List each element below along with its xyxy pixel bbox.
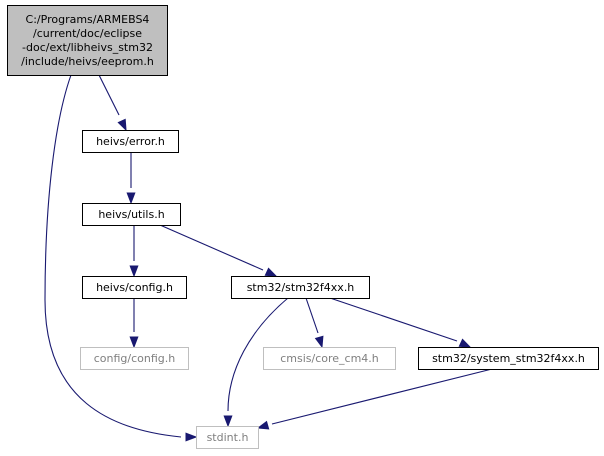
node-box <box>82 130 179 153</box>
edge-line <box>329 297 458 342</box>
edge-stm32f4-stdint <box>223 297 289 428</box>
node-root[interactable]: C:/Programs/ARMEBS4/current/doc/eclipse-… <box>7 5 168 76</box>
node-error[interactable]: heivs/error.h <box>82 130 179 153</box>
node-stdint: stdint.h <box>196 426 259 449</box>
edge-arrowhead <box>185 432 198 442</box>
node-box <box>231 276 370 299</box>
node-configcfg: config/config.h <box>80 347 189 370</box>
node-box <box>80 347 189 370</box>
node-config[interactable]: heivs/config.h <box>82 276 187 299</box>
node-label-line: /current/doc/eclipse <box>33 27 142 40</box>
node-label-line: /include/heivs/eeprom.h <box>21 55 154 68</box>
edges-layer <box>44 74 493 442</box>
edge-arrowhead <box>314 335 324 349</box>
node-label-line: C:/Programs/ARMEBS4 <box>26 13 150 26</box>
edge-arrowhead <box>256 420 270 430</box>
node-box <box>82 276 187 299</box>
nodes-layer: C:/Programs/ARMEBS4/current/doc/eclipse-… <box>7 5 599 449</box>
edge-arrowhead <box>264 267 278 277</box>
node-label-line: heivs/config.h <box>96 281 173 294</box>
edge-root-error <box>98 74 127 132</box>
edge-stm32f4-system <box>329 297 472 348</box>
edge-line <box>271 368 493 425</box>
node-box <box>196 426 259 449</box>
node-label-line: -doc/ext/libheivs_stm32 <box>22 41 153 54</box>
edge-arrowhead <box>223 415 233 428</box>
node-cmsis: cmsis/core_cm4.h <box>263 347 396 370</box>
node-system[interactable]: stm32/system_stm32f4xx.h <box>418 347 599 370</box>
edge-arrowhead <box>458 338 472 348</box>
edge-line <box>44 74 182 438</box>
node-box <box>418 347 599 370</box>
edge-line <box>227 297 289 412</box>
node-label-line: config/config.h <box>94 352 176 365</box>
edge-utils-config <box>129 225 139 278</box>
edge-arrowhead <box>117 118 127 132</box>
node-stm32f4[interactable]: stm32/stm32f4xx.h <box>231 276 370 299</box>
node-box <box>7 5 168 76</box>
edge-utils-stm32f4 <box>159 224 278 277</box>
edge-arrowhead <box>126 192 136 205</box>
edge-line <box>98 74 120 116</box>
node-label-line: heivs/utils.h <box>98 208 164 221</box>
node-label-line: stdint.h <box>207 431 249 444</box>
node-label-line: cmsis/core_cm4.h <box>280 352 379 365</box>
node-utils[interactable]: heivs/utils.h <box>82 203 181 226</box>
edge-config-configcfg <box>129 298 139 349</box>
node-label-line: heivs/error.h <box>96 135 165 148</box>
edge-error-utils <box>126 152 136 205</box>
edge-line <box>159 224 264 271</box>
node-label-line: stm32/system_stm32f4xx.h <box>432 352 585 365</box>
edge-stm32f4-cmsis <box>305 297 324 349</box>
node-label-line: stm32/stm32f4xx.h <box>247 281 355 294</box>
node-box <box>263 347 396 370</box>
edge-arrowhead <box>129 336 139 349</box>
node-box <box>82 203 181 226</box>
edge-arrowhead <box>129 265 139 278</box>
edge-root-stdint <box>44 74 198 442</box>
edge-system-stdint <box>256 368 493 430</box>
edge-line <box>305 297 319 334</box>
